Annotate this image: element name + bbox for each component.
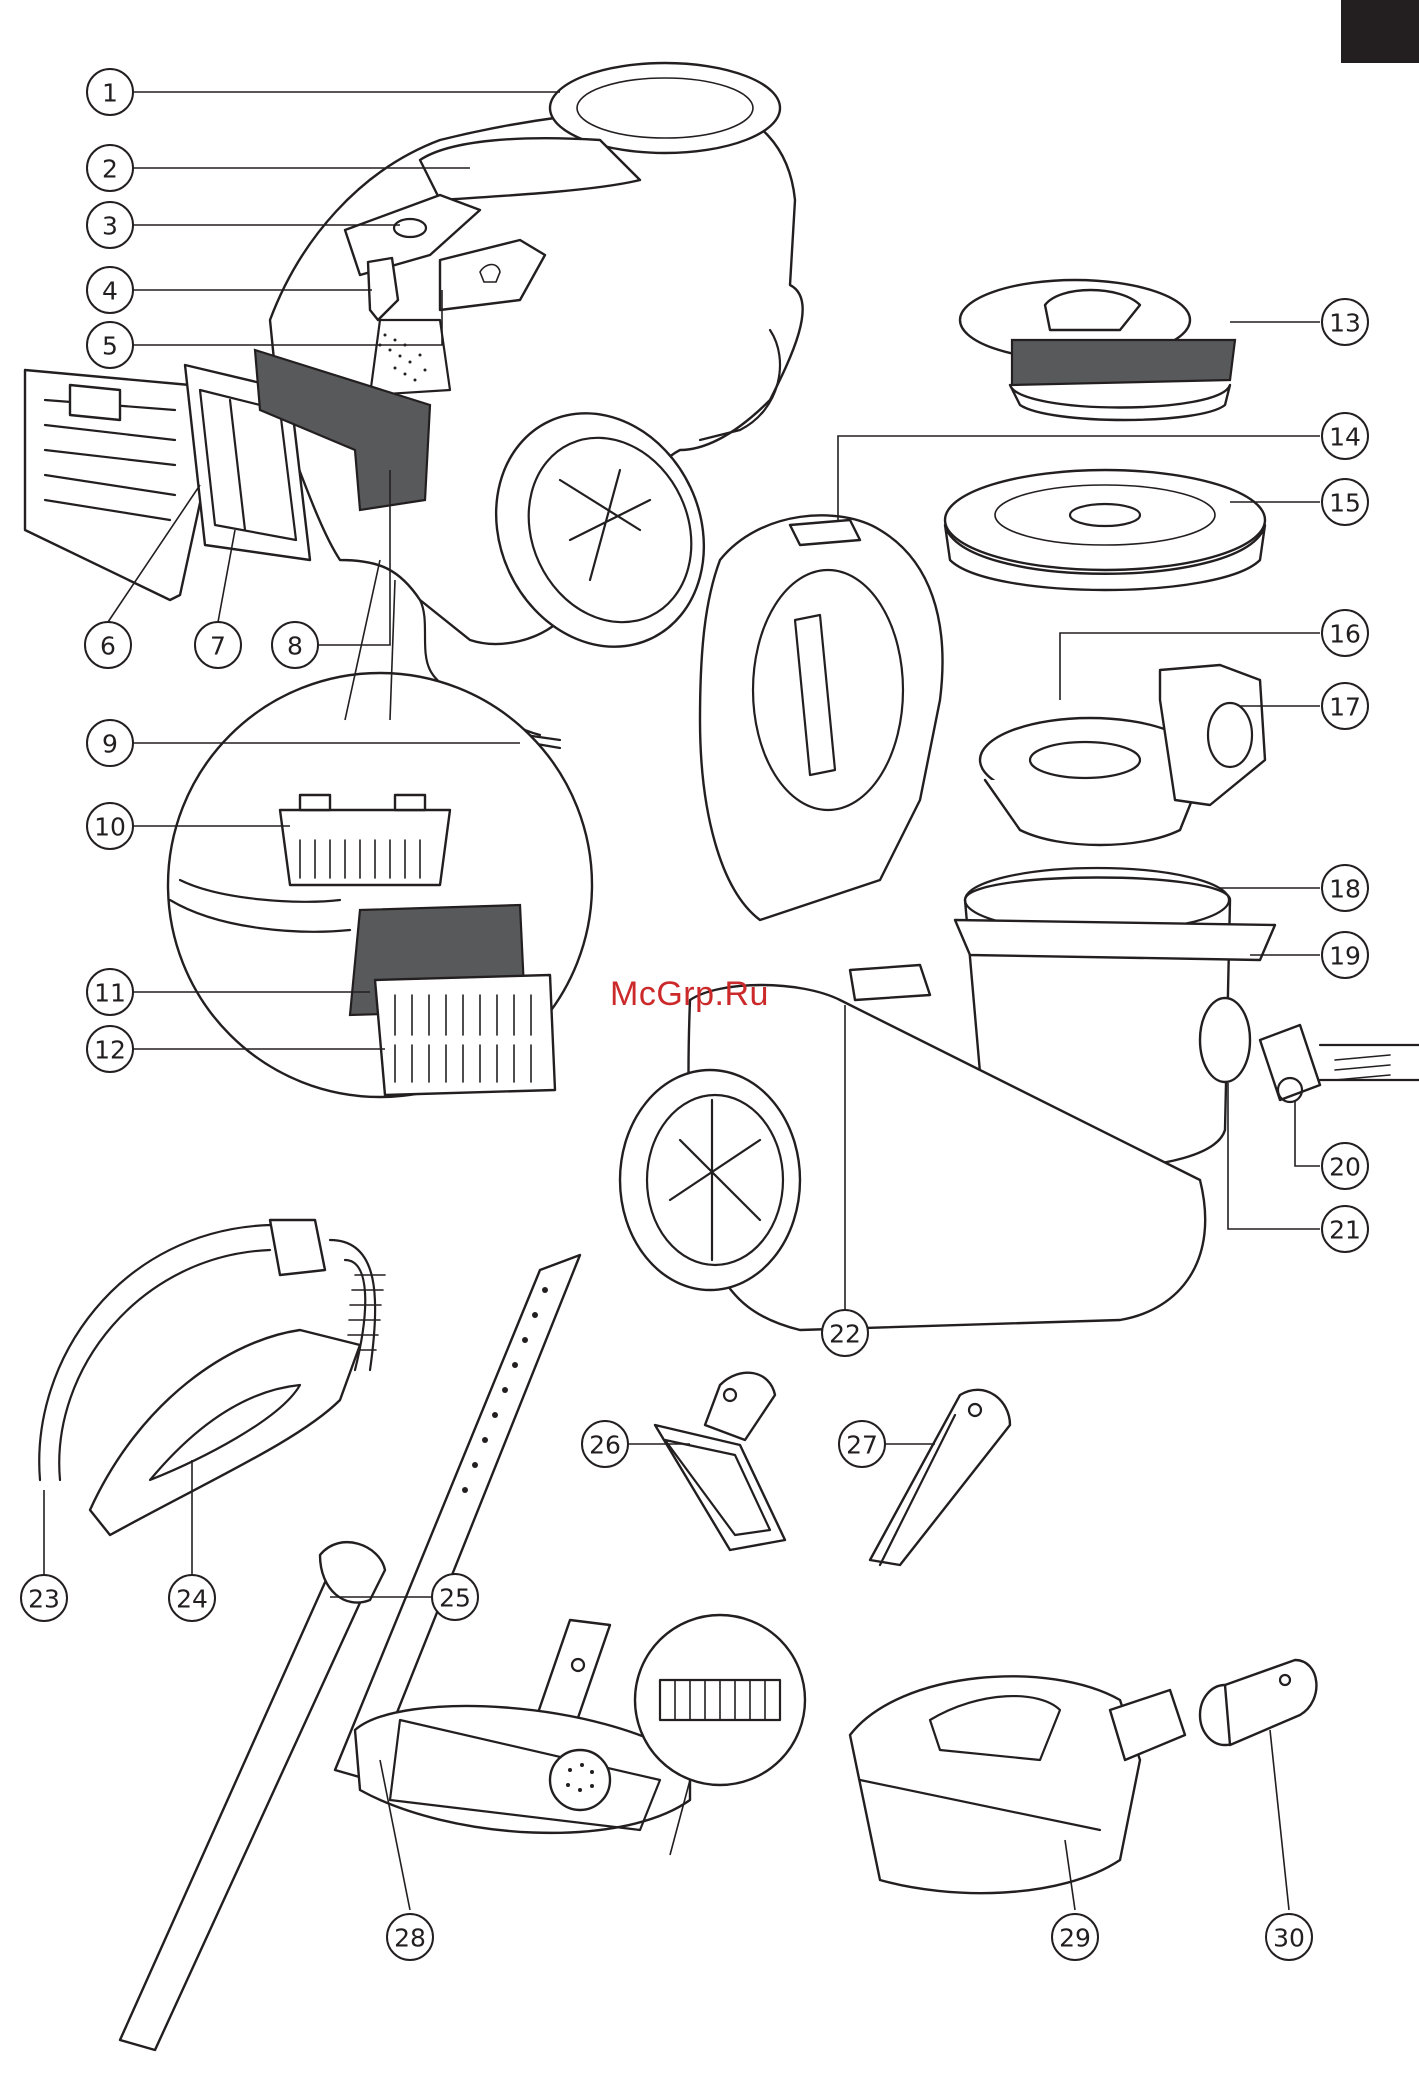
canister-open-drawing [620,515,1419,1330]
callout-29: 29 [1052,1914,1098,1960]
callout-label: 18 [1329,875,1361,904]
callout-5: 5 [87,322,133,368]
callout-label: 20 [1329,1153,1361,1182]
callout-22: 22 [822,1310,868,1356]
callout-27: 27 [839,1421,885,1467]
exhaust-filter-grille-drawing [25,370,205,600]
callout-label: 1 [102,79,118,108]
callout-1: 1 [87,69,133,115]
callout-15: 15 [1322,479,1368,525]
callout-label: 17 [1329,693,1361,722]
callout-20: 20 [1322,1143,1368,1189]
callout-label: 27 [846,1431,878,1460]
callout-12: 12 [87,1026,133,1072]
callout-17: 17 [1322,683,1368,729]
callout-21: 21 [1322,1206,1368,1252]
callout-30: 30 [1266,1914,1312,1960]
callout-label: 12 [94,1036,126,1065]
cyclone-lid-drawing [945,470,1265,590]
callout-28: 28 [387,1914,433,1960]
callout-14: 14 [1322,413,1368,459]
callout-16: 16 [1322,610,1368,656]
callout-label: 24 [176,1585,208,1614]
callout-label: 16 [1329,620,1361,649]
watermark-text: McGrp.Ru [610,975,850,1014]
callout-label: 26 [589,1431,621,1460]
callout-label: 6 [100,632,116,661]
callout-label: 2 [102,155,118,184]
callout-24: 24 [169,1575,215,1621]
callout-label: 8 [287,632,303,661]
callout-label: 28 [394,1924,426,1953]
callout-25: 25 [432,1574,478,1620]
callout-label: 9 [102,730,118,759]
callout-label: 14 [1329,423,1361,452]
callout-label: 4 [102,277,118,306]
callout-label: 29 [1059,1924,1091,1953]
callout-label: 13 [1329,309,1361,338]
callout-label: 11 [94,979,126,1008]
callout-label: 10 [94,813,126,842]
callout-label: 21 [1329,1216,1361,1245]
callout-7: 7 [195,622,241,668]
callout-3: 3 [87,202,133,248]
callout-label: 25 [439,1584,471,1613]
callout-6: 6 [85,622,131,668]
callout-9: 9 [87,720,133,766]
callout-18: 18 [1322,865,1368,911]
callout-label: 5 [102,332,118,361]
callout-label: 3 [102,212,118,241]
small-nozzle-drawing [655,1373,785,1550]
callout-13: 13 [1322,299,1368,345]
nozzle-adapter-drawing [1200,1660,1316,1745]
turbo-brush-drawing [850,1676,1185,1893]
callout-label: 7 [210,632,226,661]
callout-label: 19 [1329,942,1361,971]
crevice-tool-drawing [870,1390,1010,1565]
callout-label: 22 [829,1320,861,1349]
callout-8: 8 [272,622,318,668]
callout-10: 10 [87,803,133,849]
cyclone-cover-drawing [960,280,1235,420]
callout-23: 23 [21,1575,67,1621]
callout-11: 11 [87,969,133,1015]
callout-label: 15 [1329,489,1361,518]
callout-26: 26 [582,1421,628,1467]
callout-19: 19 [1322,932,1368,978]
callout-label: 23 [28,1585,60,1614]
callout-4: 4 [87,267,133,313]
hose-handle-drawing [39,1220,385,1535]
callout-2: 2 [87,145,133,191]
cyclone-unit-drawing [980,665,1265,845]
callout-label: 30 [1273,1924,1305,1953]
